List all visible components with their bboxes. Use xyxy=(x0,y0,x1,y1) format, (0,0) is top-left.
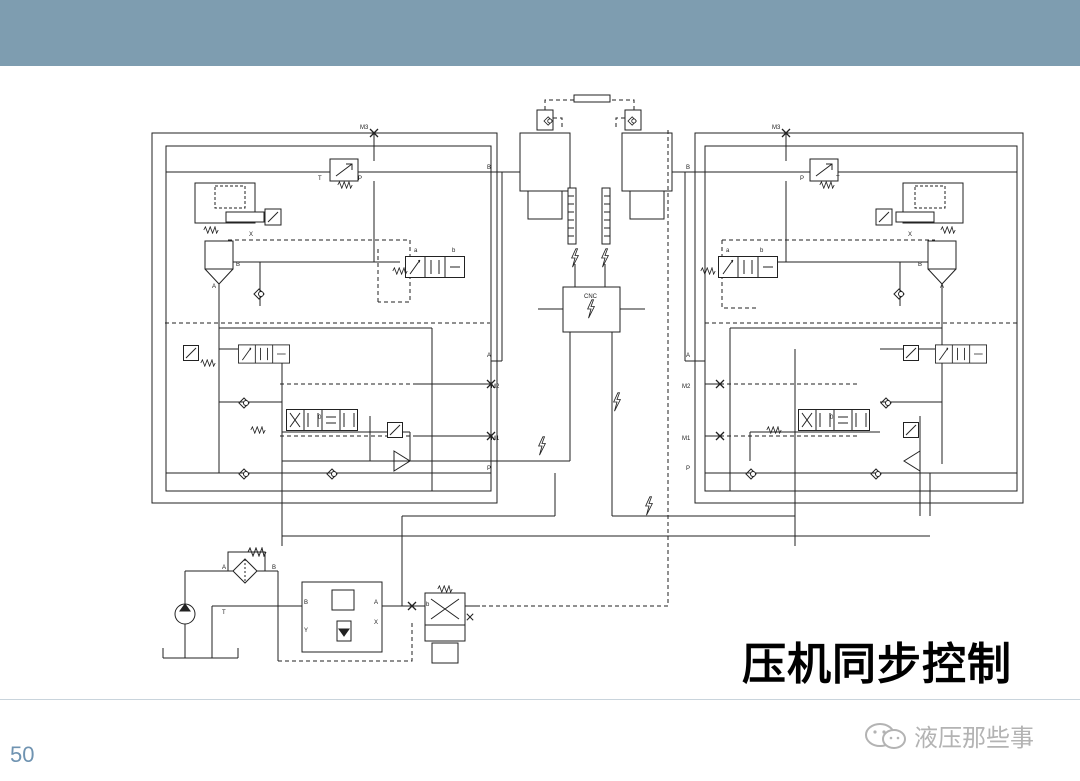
wechat-icon xyxy=(865,722,906,749)
port-label: b xyxy=(426,602,430,608)
port-label: M3 xyxy=(360,125,369,131)
port-label: A xyxy=(487,353,491,359)
port-label: P xyxy=(686,466,690,472)
port-label: A xyxy=(374,600,378,606)
port-label: b xyxy=(760,248,764,254)
page-number: 50 xyxy=(10,742,35,767)
port-label: 0 xyxy=(830,415,834,421)
port-label: X xyxy=(249,232,253,238)
watermark-text: 液压那些事 xyxy=(914,724,1034,752)
hydraulic-schematic: M3 B A P M2 M1 T P A B X a b 0 M3 B A P … xyxy=(151,94,1024,664)
port-label: T xyxy=(318,176,322,182)
port-label: X xyxy=(374,620,378,626)
port-label: B xyxy=(918,262,922,268)
port-label: B xyxy=(487,165,491,171)
port-label: M1 xyxy=(491,436,500,442)
port-label: A xyxy=(222,565,226,571)
port-label: M3 xyxy=(772,125,781,131)
port-label: a xyxy=(726,248,730,254)
port-label: 0 xyxy=(318,415,322,421)
port-label: P xyxy=(487,466,491,472)
port-label: X xyxy=(908,232,912,238)
port-label: T xyxy=(836,176,840,182)
port-label: a xyxy=(414,248,418,254)
port-label: B xyxy=(272,565,276,571)
watermark: 液压那些事 xyxy=(862,718,1034,753)
port-label: B xyxy=(304,600,308,606)
port-label: P xyxy=(358,176,362,182)
port-label: M2 xyxy=(491,384,500,390)
port-label: B xyxy=(686,165,690,171)
slide-title: 压机同步控制 xyxy=(742,639,1012,690)
port-label: A xyxy=(686,353,690,359)
header-band xyxy=(0,0,1080,66)
port-label: A xyxy=(940,284,944,290)
port-label: b xyxy=(452,248,456,254)
footer-divider xyxy=(0,699,1080,700)
port-label: M1 xyxy=(682,436,691,442)
port-label: B xyxy=(236,262,240,268)
port-label: M2 xyxy=(682,384,691,390)
cnc-label: CNC xyxy=(584,294,598,300)
port-label: T xyxy=(222,610,226,616)
port-label: P xyxy=(800,176,804,182)
port-label: A xyxy=(212,284,216,290)
port-label: Y xyxy=(304,628,308,634)
